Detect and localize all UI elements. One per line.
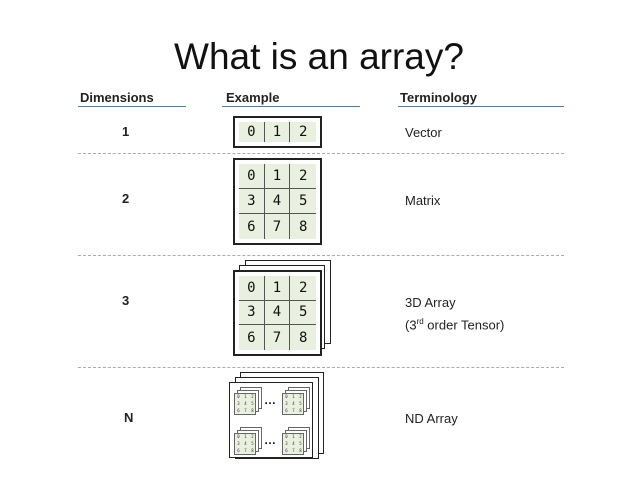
mini-cell: 6	[285, 448, 288, 453]
array-cell: 1	[265, 122, 291, 142]
mini-cell: 8	[299, 408, 302, 413]
row-divider	[78, 153, 564, 154]
term-3d-array-line1: 3D Array	[405, 295, 456, 310]
dimension-3: 3	[122, 293, 130, 308]
mini-cell: 7	[244, 408, 247, 413]
mini-cell: 0	[285, 394, 288, 399]
term-matrix: Matrix	[405, 193, 441, 208]
mini-layer	[282, 433, 304, 455]
dimension-1: 1	[122, 124, 130, 139]
array-cell: 0	[239, 276, 265, 301]
array-cell: 7	[265, 214, 291, 239]
array-cell: 8	[298, 218, 308, 235]
array-cell: 7	[265, 325, 291, 350]
array-cell: 2	[290, 276, 316, 301]
header-terminology: Terminology	[400, 90, 478, 105]
term-3d-array-line2: (3rd order Tensor)	[405, 317, 505, 333]
mini-cell: 7	[244, 448, 247, 453]
mini-cell: 5	[299, 401, 302, 406]
array-cell: 8	[298, 329, 308, 346]
mini-cell: 1	[244, 394, 247, 399]
mini-cell: 0	[237, 394, 240, 399]
array-cell: 0	[239, 122, 265, 142]
mini-cell: 4	[244, 401, 247, 406]
mini-cell: 2	[299, 434, 302, 439]
mini-cell: 3	[237, 441, 240, 446]
array-cell: 1	[264, 276, 291, 301]
mini-cell: 8	[251, 408, 254, 413]
row-divider	[78, 367, 564, 368]
header-rule-example	[222, 106, 360, 107]
grid-fill	[239, 122, 316, 142]
array-cell: 2	[298, 124, 308, 140]
mini-cell: 5	[299, 441, 302, 446]
grid-fill	[239, 164, 316, 239]
array-cell: 0	[239, 164, 265, 189]
array-cell: 1	[264, 164, 291, 189]
mini-cell: 2	[251, 394, 254, 399]
mini-cell: 8	[299, 448, 302, 453]
mini-cell: 8	[251, 448, 254, 453]
mini-cell: 7	[292, 448, 295, 453]
dimension-2: 2	[122, 191, 130, 206]
mini-cell: 0	[237, 434, 240, 439]
dimension-n: N	[124, 410, 134, 425]
term-vector: Vector	[405, 125, 442, 140]
array-cell: 5	[290, 301, 316, 326]
term-3d-array: 3D Array (3rd order Tensor)	[405, 293, 504, 334]
mini-cell: 1	[292, 394, 295, 399]
mini-layer	[234, 393, 256, 415]
mini-cell: 3	[237, 401, 240, 406]
mini-cell: 7	[292, 408, 295, 413]
header-dimensions: Dimensions	[80, 90, 154, 105]
header-rule-dimensions	[78, 106, 186, 107]
mini-cell: 5	[251, 401, 254, 406]
mini-cell: 3	[285, 401, 288, 406]
grid-fill	[239, 276, 316, 350]
array-cell: 6	[239, 214, 265, 239]
mini-cell: 1	[292, 434, 295, 439]
page-title: What is an array?	[174, 36, 464, 77]
array-cell: 5	[290, 189, 316, 214]
mini-cell: 2	[251, 434, 254, 439]
mini-cell: 4	[292, 441, 295, 446]
array-cell: 3	[239, 189, 265, 214]
header-rule-terminology	[398, 106, 564, 107]
mini-cell: 4	[292, 401, 295, 406]
array-cell: 4	[264, 189, 291, 214]
array-cell: 4	[264, 300, 291, 326]
term-nd-array: ND Array	[405, 411, 458, 426]
mini-cell: 1	[244, 434, 247, 439]
row-divider	[78, 255, 564, 256]
mini-cell: 6	[237, 448, 240, 453]
mini-cell: 0	[285, 434, 288, 439]
array-cell: 3	[239, 300, 265, 326]
header-example: Example	[226, 90, 280, 105]
array-cell: 2	[290, 164, 316, 189]
mini-cell: 6	[285, 408, 288, 413]
mini-cell: 3	[285, 441, 288, 446]
mini-layer	[234, 433, 256, 455]
array-cell: 6	[239, 325, 265, 350]
mini-cell: 2	[299, 394, 302, 399]
mini-layer	[282, 393, 304, 415]
mini-cell: 5	[251, 441, 254, 446]
ellipsis-top: …	[264, 393, 276, 407]
mini-cell: 4	[244, 441, 247, 446]
mini-cell: 6	[237, 408, 240, 413]
ellipsis-bottom: …	[264, 433, 276, 447]
